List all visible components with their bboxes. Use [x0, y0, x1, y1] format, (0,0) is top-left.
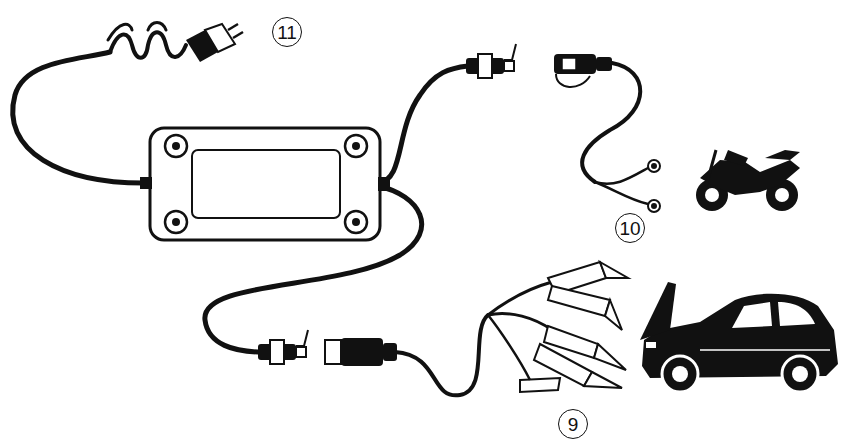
- car: [640, 282, 838, 392]
- mains-plug: [186, 24, 243, 62]
- ring-terminals: [648, 160, 660, 212]
- callout-number: 10: [615, 213, 645, 243]
- callout-number: 11: [272, 17, 302, 47]
- quick-connector: [466, 44, 612, 87]
- motorbike: [696, 150, 800, 211]
- quick-connector: [258, 330, 397, 366]
- charger-body: [140, 128, 390, 240]
- battery-clamps: [520, 262, 628, 392]
- callout-number: 9: [558, 409, 588, 439]
- cables: [13, 23, 648, 396]
